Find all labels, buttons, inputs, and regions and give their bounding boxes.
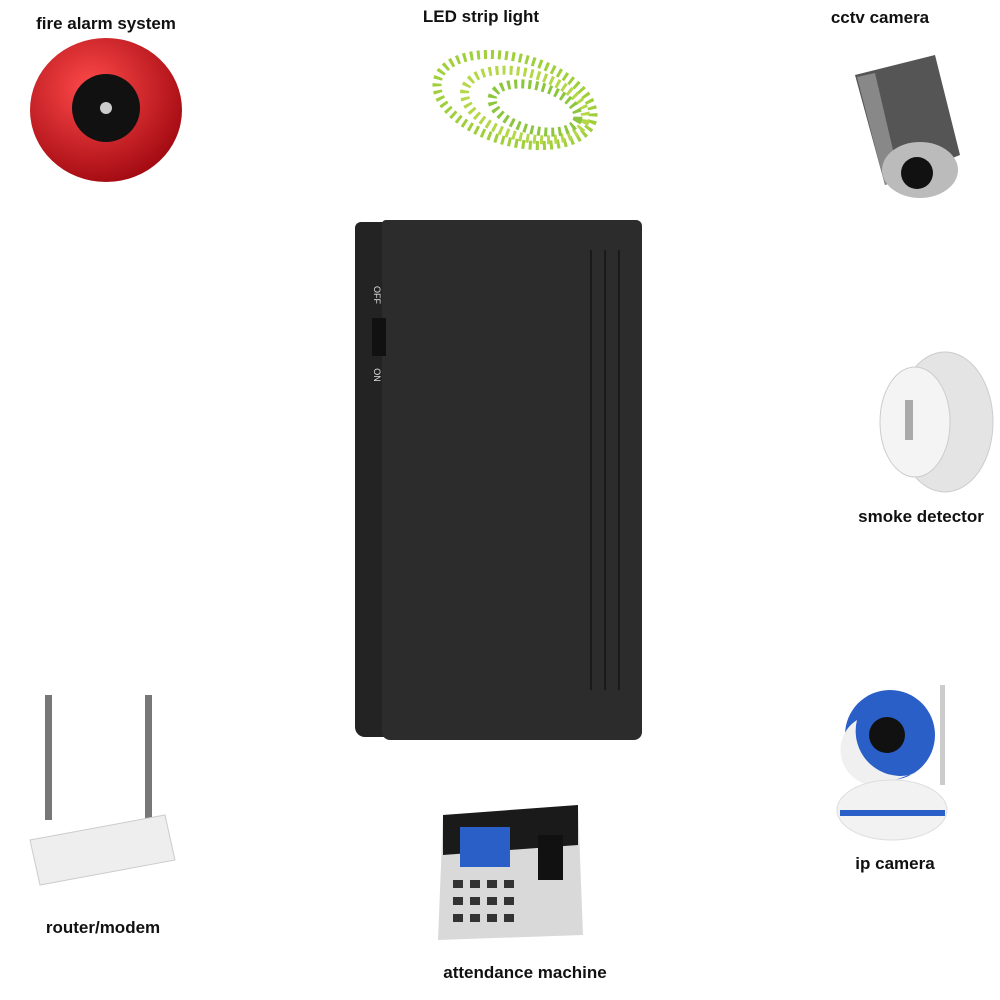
- label-ip-camera: ip camera: [855, 854, 935, 873]
- label-attendance-machine: attendance machine: [443, 963, 607, 982]
- attendance-machine-image: [438, 805, 583, 940]
- ip-camera-image: [836, 685, 948, 841]
- power-bank-front-panel: [382, 220, 642, 740]
- switch-off-label: OFF: [372, 286, 382, 304]
- label-smoke-detector: smoke detector: [858, 507, 984, 526]
- smoke-detector-image: [879, 351, 994, 493]
- label-led-strip-light: LED strip light: [422, 7, 540, 26]
- power-bank-side-panel: [355, 222, 387, 737]
- label-cctv-camera: cctv camera: [830, 8, 930, 27]
- fire-alarm-bell-image: [30, 38, 182, 182]
- label-router-modem: router/modem: [45, 918, 161, 937]
- router-image: [29, 695, 176, 886]
- label-fire-alarm-system: fire alarm system: [36, 14, 176, 33]
- led-strip-image: [432, 49, 598, 151]
- power-switch[interactable]: [372, 318, 386, 356]
- switch-on-label: ON: [371, 368, 382, 382]
- cctv-camera-image: [855, 55, 960, 198]
